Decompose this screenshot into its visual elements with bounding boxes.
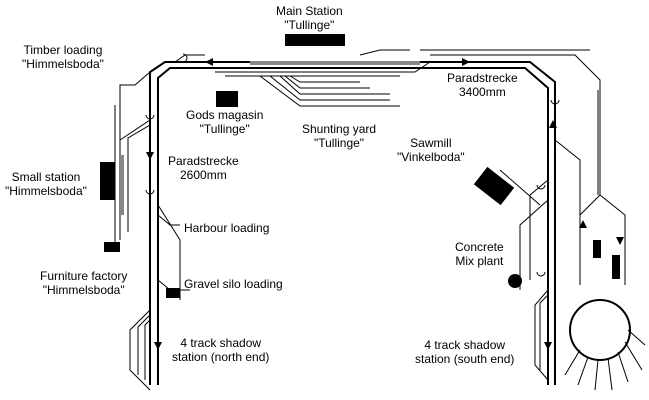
timber-loading-label: Timber loading "Himmelsboda" [22,43,104,71]
concrete-name: Concrete [455,240,504,254]
gods-magasin-building [216,91,238,107]
east-loop-building-1 [593,240,601,258]
main-station-label: Main Station "Tullinge" [276,4,343,32]
turntable-spokes [564,329,646,391]
shunting-yard-name: Shunting yard [302,122,377,136]
shadow-north-fan [129,309,151,391]
shadow-north-sub: station (north end) [172,350,270,364]
shunting-yard-tracks [259,75,400,107]
concrete-sub: Mix plant [455,254,504,268]
gods-magasin-name: Gods magasin [186,108,264,122]
shadow-north-name: 4 track shadow [180,336,262,350]
station-track-1 [215,61,431,73]
furniture-factory-building [104,242,120,252]
gravel-silo-label: Gravel silo loading [184,277,283,291]
small-station-label: Small station "Himmelsboda" [5,170,87,198]
timber-loading-name: Timber loading [23,43,103,57]
furniture-factory-name: Furniture factory [40,269,128,283]
direction-arrow-icon [616,237,624,245]
direction-arrow-icon [146,152,154,160]
isolation-marker-icon [145,53,560,277]
return-loop [554,139,626,285]
east-outer-track [430,54,626,216]
paradstrecke-west-sub: 2600mm [180,168,227,182]
furniture-factory-label: Furniture factory "Himmelsboda" [40,269,127,297]
main-station-sub: "Tullinge" [284,18,335,32]
paradstrecke-east-sub: 3400mm [459,85,506,99]
gravel-silo-building [166,288,180,298]
concrete-label: Concrete Mix plant [455,240,504,268]
main-station-building [285,34,345,46]
shunting-yard-sub: "Tullinge" [313,136,365,150]
gods-magasin-label: Gods magasin "Tullinge" [186,108,263,136]
sawmill-branch [499,169,549,290]
sawmill-name: Sawmill [410,136,452,150]
small-station-tracks [119,119,151,240]
main-station-platform [250,61,420,65]
shadow-south-sub: station (south end) [415,352,515,366]
timber-loading-sub: "Himmelsboda" [22,57,104,71]
gravel-silo-name: Gravel silo loading [184,277,283,291]
small-station-platform [120,155,124,215]
small-station-name: Small station [11,170,81,184]
shadow-south-name: 4 track shadow [424,338,506,352]
direction-arrow-icon [205,58,213,66]
shadow-north-label: 4 track shadow station (north end) [172,336,269,364]
concrete-mix-silo [508,274,522,288]
west-main-track-inner [157,67,549,385]
paradstrecke-west-name: Paradstrecke [168,154,239,168]
timber-siding [119,54,205,230]
shadow-south-label: 4 track shadow station (south end) [415,338,514,366]
furniture-factory-sub: "Himmelsboda" [42,283,125,297]
main-station-name: Main Station [276,4,343,18]
direction-arrow-icon [579,220,587,228]
shunting-yard-label: Shunting yard "Tullinge" [302,122,376,150]
sawmill-building [473,166,515,206]
direction-arrow-icon [544,342,552,350]
sawmill-label: Sawmill "Vinkelboda" [397,136,465,164]
paradstrecke-east-name: Paradstrecke [447,71,518,85]
small-station-sub: "Himmelsboda" [5,184,87,198]
sawmill-sub: "Vinkelboda" [397,150,465,164]
station-siding [359,49,410,56]
turntable-loop [569,299,631,361]
east-loop-building-2 [612,255,620,279]
harbour-loading-label: Harbour loading [184,221,269,235]
direction-arrow-icon [462,58,470,66]
harbour-loading-name: Harbour loading [184,221,270,235]
paradstrecke-west-label: Paradstrecke 2600mm [168,154,239,182]
direction-arrow-icon [549,120,557,128]
direction-arrow-icon [154,342,162,350]
small-station-building [100,162,115,200]
paradstrecke-east-label: Paradstrecke 3400mm [447,71,518,99]
gods-magasin-sub: "Tullinge" [199,122,250,136]
shadow-south-fan [534,289,549,381]
